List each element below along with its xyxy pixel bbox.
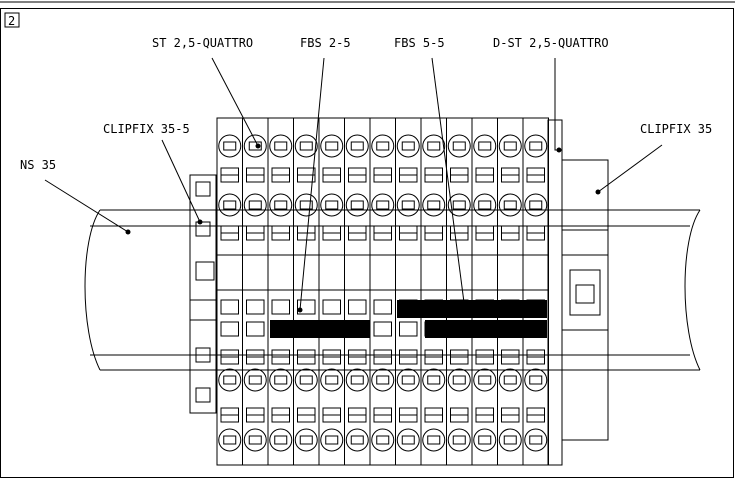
figure-number: 2 — [8, 14, 15, 28]
terminal-block — [318, 117, 345, 466]
terminal-block — [344, 117, 371, 466]
label-clipfix-35-5: CLIPFIX 35-5 — [103, 122, 190, 136]
bridge-bar — [270, 320, 370, 338]
terminal-block — [369, 117, 396, 466]
right-end-clamp — [547, 119, 609, 466]
terminal-block — [446, 117, 473, 466]
frame-border — [0, 8, 734, 478]
bridge-bar — [397, 300, 547, 318]
terminal-block — [242, 117, 269, 466]
figure-number-box — [4, 12, 20, 28]
bridge-bar — [425, 320, 547, 338]
terminal-block — [216, 117, 243, 466]
terminal-block — [497, 117, 524, 466]
terminal-block — [267, 117, 294, 466]
leader-lines — [44, 57, 663, 313]
terminal-block — [293, 117, 320, 466]
terminal-block — [395, 117, 422, 466]
label-d-st-quattro: D-ST 2,5-QUATTRO — [493, 36, 609, 50]
terminal-block — [420, 117, 447, 466]
label-st-quattro: ST 2,5-QUATTRO — [152, 36, 253, 50]
label-clipfix-35: CLIPFIX 35 — [640, 122, 712, 136]
terminal-blocks — [216, 117, 549, 466]
terminal-block — [522, 117, 549, 466]
left-end-clamp — [189, 174, 217, 414]
label-fbs-5-5: FBS 5-5 — [394, 36, 445, 50]
label-fbs-2-5: FBS 2-5 — [300, 36, 351, 50]
label-ns-35: NS 35 — [20, 158, 56, 172]
terminal-block — [471, 117, 498, 466]
